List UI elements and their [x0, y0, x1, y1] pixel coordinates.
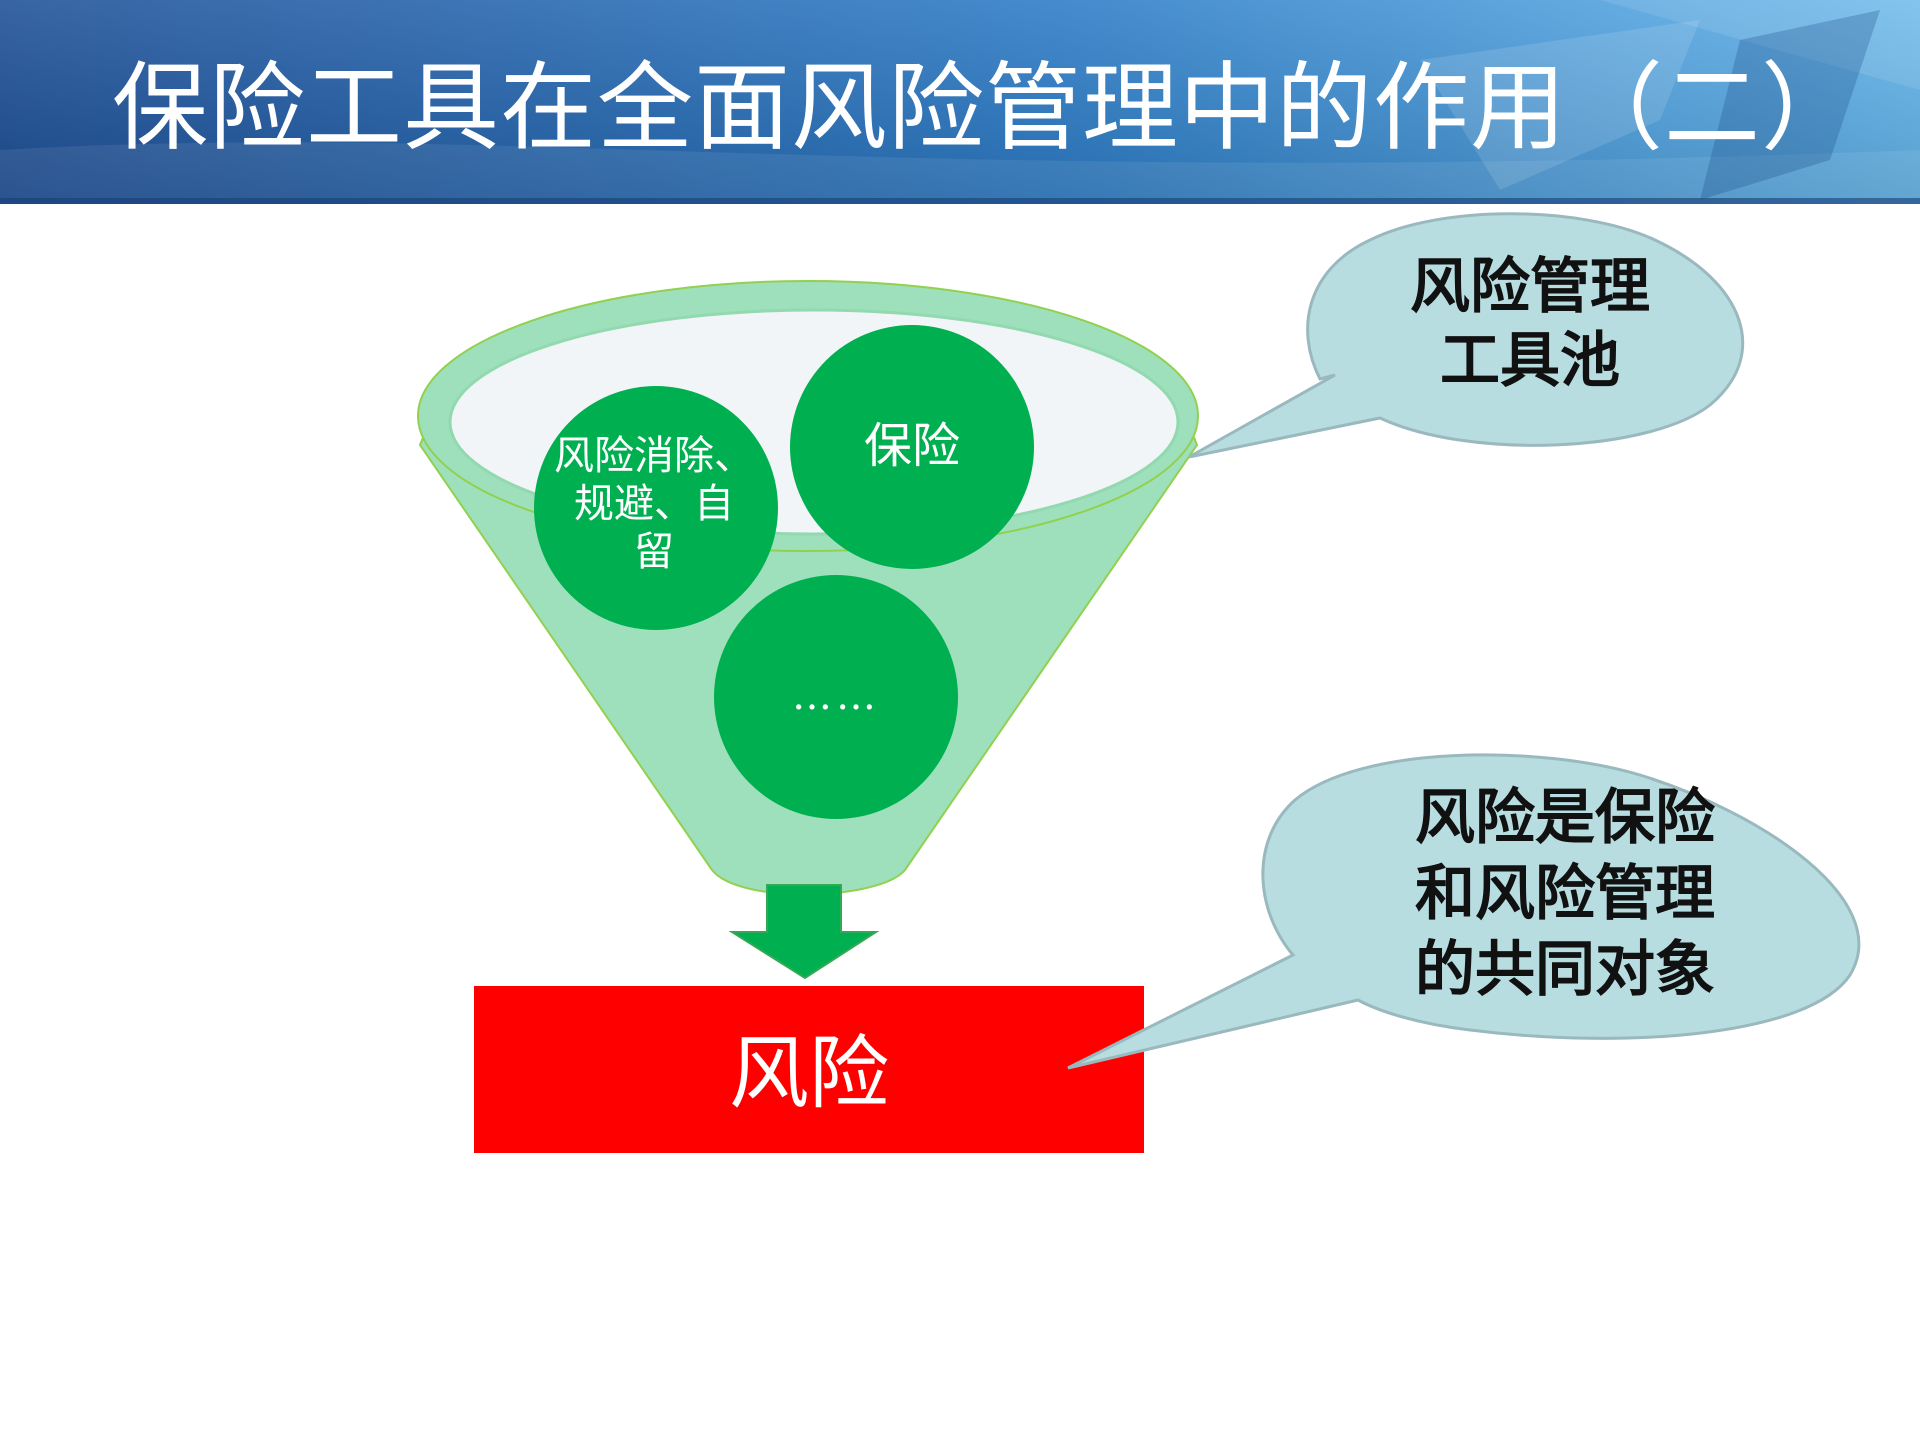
tool-label-line: 风险消除、 — [554, 433, 754, 479]
tool-label-risk-avoidance: 风险消除、 规避、自 留 — [544, 432, 764, 576]
callout-line: 风险是保险 — [1415, 783, 1715, 853]
header-banner: 保险工具在全面风险管理中的作用（二） — [0, 0, 1920, 204]
header-background — [0, 0, 1920, 204]
tool-label-line: 留 — [634, 529, 674, 575]
tool-label-line: 保险 — [863, 418, 960, 474]
tool-label-line: …… — [792, 673, 880, 719]
tool-label-others: …… — [714, 666, 958, 726]
callout-line: 和风险管理 — [1415, 859, 1715, 929]
callout-bubble-common-object — [1067, 753, 1861, 1070]
risk-box — [474, 986, 1144, 1153]
callout-line: 的共同对象 — [1415, 935, 1715, 1005]
tool-label-line: 规避、自 — [574, 481, 734, 527]
tool-circle-others — [714, 575, 958, 819]
tool-circle-risk-avoidance — [534, 386, 778, 630]
callout-line: 工具池 — [1440, 326, 1620, 396]
risk-label: 风险 — [729, 1027, 889, 1120]
slide-title: 保险工具在全面风险管理中的作用（二） — [112, 52, 1858, 164]
tool-circle-insurance — [790, 325, 1034, 569]
callout-text-tool-pool: 风险管理 工具池 — [1360, 250, 1700, 398]
tool-label-insurance: 保险 — [812, 414, 1012, 478]
down-arrow — [728, 884, 880, 980]
callout-line: 风险管理 — [1410, 252, 1650, 322]
callout-bubble-tool-pool — [1188, 212, 1745, 459]
callout-text-common-object: 风险是保险 和风险管理 的共同对象 — [1370, 780, 1760, 1008]
